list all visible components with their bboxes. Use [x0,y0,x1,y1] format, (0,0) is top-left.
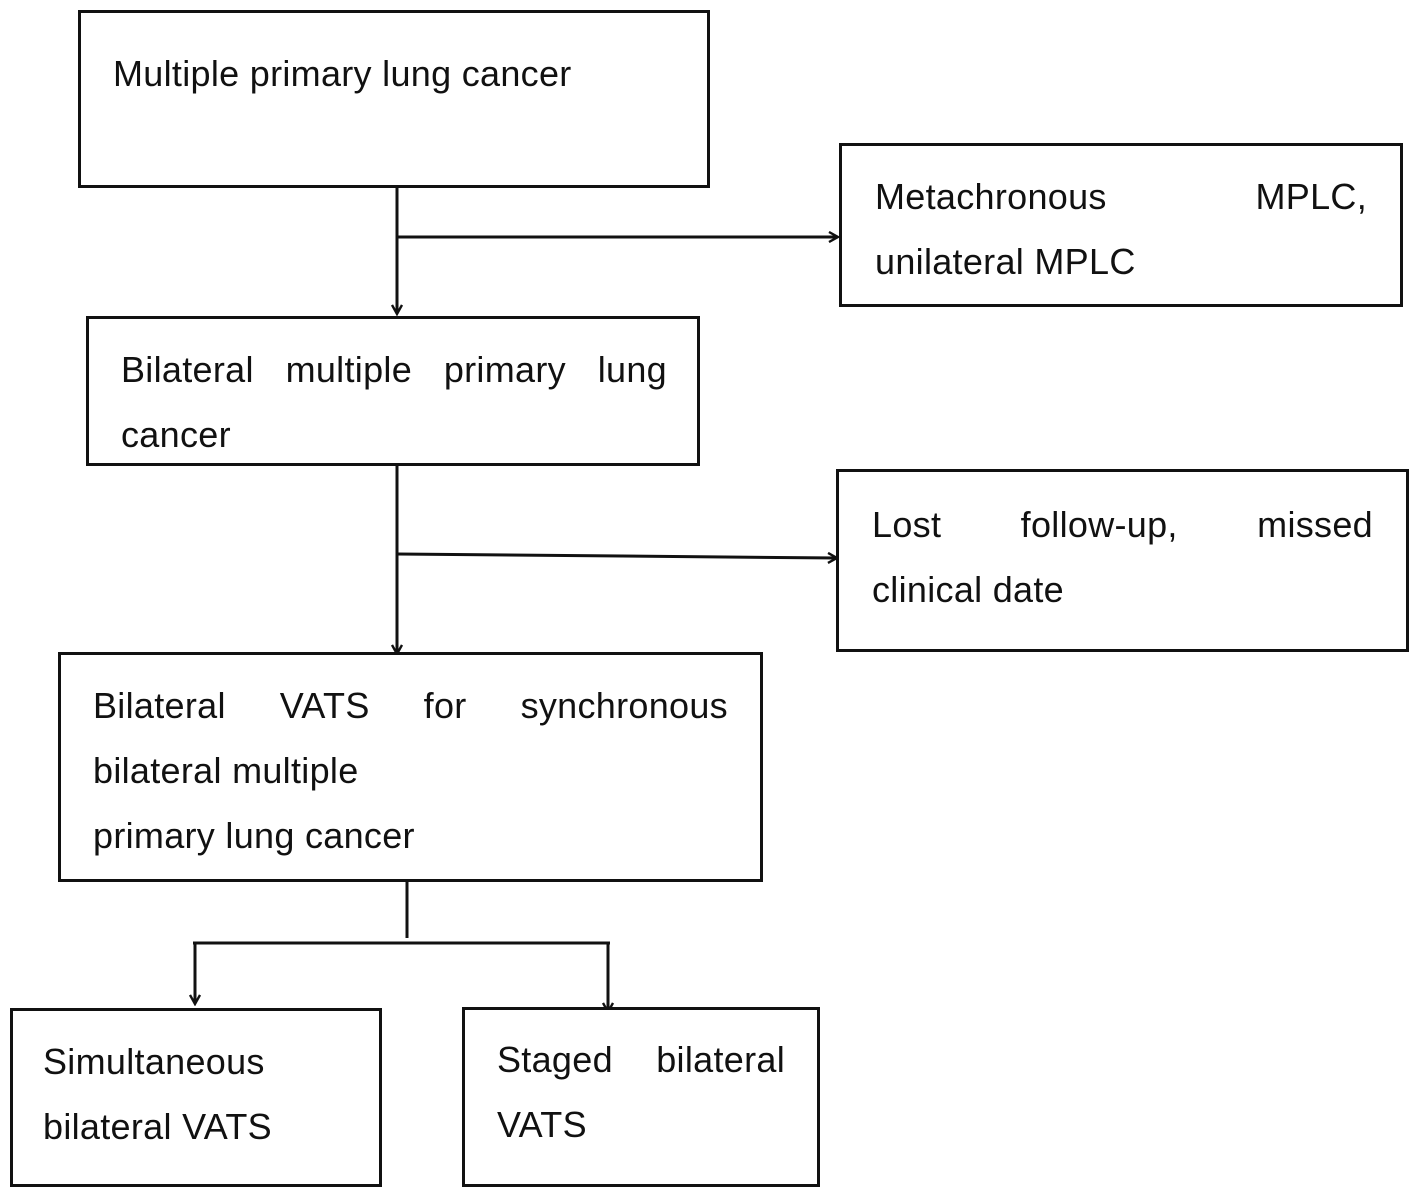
box-label: unilateral MPLC [875,241,1136,282]
box-simultaneous-bilateral-vats: Simultaneous bilateral VATS [10,1008,382,1187]
box-excluded-metachronous-unilateral: Metachronous MPLC, unilateral MPLC [839,143,1403,307]
box-staged-bilateral-vats: Staged bilateral VATS [462,1007,820,1187]
box-label: Multiple primary lung cancer [113,53,572,94]
box-label: Metachronous MPLC, [875,176,1367,217]
box-label: Bilateral multiple primary lung [121,349,667,390]
box-label: VATS [497,1104,587,1145]
box-bilateral-vats-synchronous: Bilateral VATS for synchronous bilateral… [58,652,763,882]
box-label: clinical date [872,569,1065,610]
box-excluded-lost-follow-up: Lost follow-up, missed clinical date [836,469,1409,652]
box-label: bilateral multiple [93,750,359,791]
box-label: Lost follow-up, missed [872,504,1373,545]
box-bilateral-mplc: Bilateral multiple primary lung cancer [86,316,700,466]
arrow-to-excluded-2 [396,554,837,558]
box-label: primary lung cancer [93,815,415,856]
box-label: Bilateral VATS for synchronous [93,685,728,726]
box-label: cancer [121,414,231,455]
box-label: Staged bilateral [497,1039,785,1080]
box-label: Simultaneous [43,1041,265,1082]
box-label: bilateral VATS [43,1106,272,1147]
box-multiple-primary-lung-cancer: Multiple primary lung cancer [78,10,710,188]
